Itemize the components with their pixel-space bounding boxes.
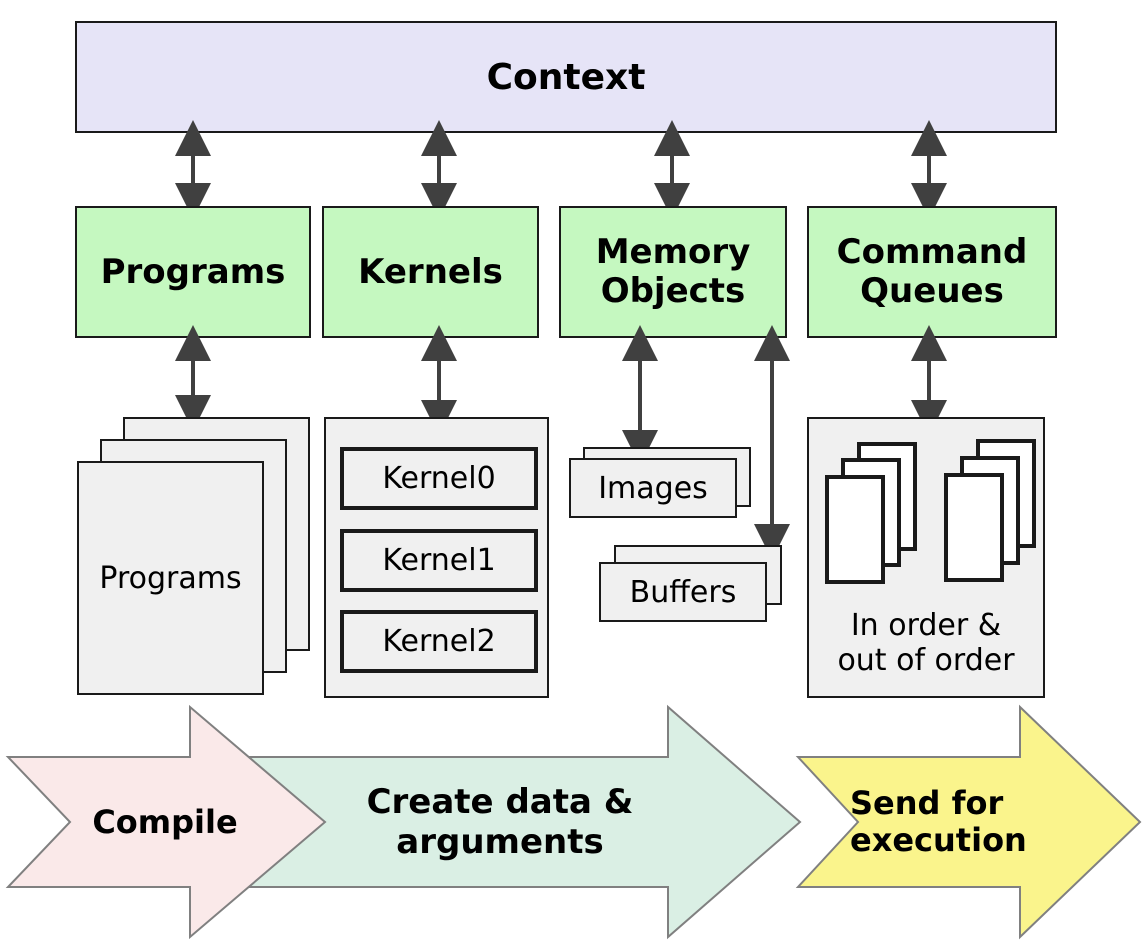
queue-card-a-front — [825, 475, 885, 584]
category-box-command-queues — [807, 206, 1057, 338]
kernel-box-0 — [340, 447, 538, 510]
category-box-memory-objects — [559, 206, 787, 338]
buffers-page-front — [599, 562, 767, 622]
program-page-front — [77, 461, 264, 695]
context-box — [75, 21, 1057, 133]
flow-arrow-compile — [5, 704, 327, 940]
flow-arrow-send-for-execution — [795, 704, 1142, 940]
category-box-programs — [75, 206, 311, 338]
queue-card-b-front — [944, 473, 1004, 582]
kernel-box-1 — [340, 529, 538, 592]
category-box-kernels — [322, 206, 539, 338]
kernel-box-2 — [340, 610, 538, 673]
images-page-front — [569, 458, 737, 518]
